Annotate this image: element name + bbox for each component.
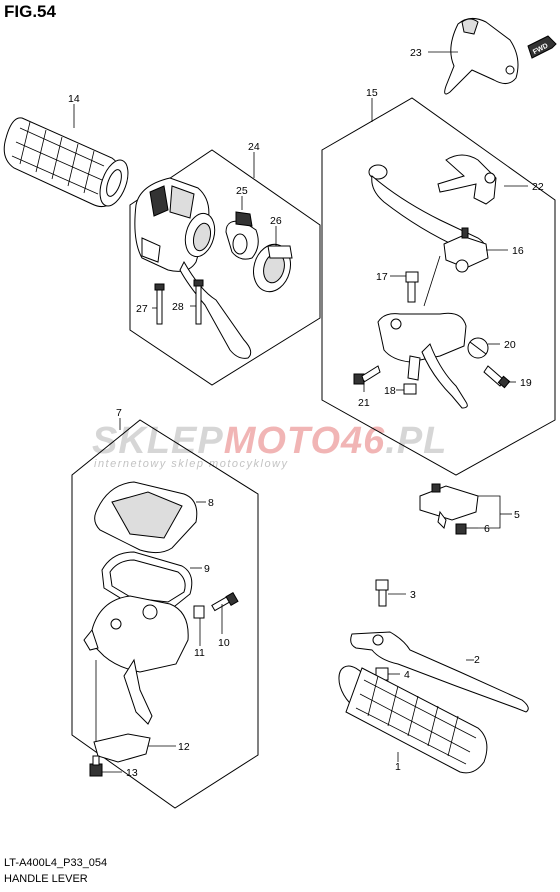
callout-numbers: 1 2 3 4 5 6 7 8 9 10 11 12 13 14 15 16 1… — [68, 47, 544, 779]
part-24-switch-housing — [134, 177, 252, 359]
callout-3: 3 — [410, 589, 416, 601]
callout-17: 17 — [376, 271, 388, 283]
callout-1: 1 — [395, 761, 401, 773]
part-11-nut — [193, 605, 205, 619]
callout-27: 27 — [136, 303, 148, 315]
part-3-bolt — [375, 579, 389, 607]
group-frame-7 — [71, 419, 259, 809]
callout-23: 23 — [410, 47, 422, 59]
callout-9: 9 — [204, 563, 210, 575]
diagram-caption: HANDLE LEVER — [4, 873, 88, 885]
part-2-lever — [350, 631, 529, 713]
part-18-nut — [403, 383, 417, 395]
part-13-screw — [89, 755, 103, 777]
callout-18: 18 — [384, 385, 396, 397]
part-21-screw — [353, 365, 381, 385]
watermark-tagline: internetowy sklep motocyklowy — [94, 458, 289, 470]
part-5-stop-switch — [419, 483, 479, 529]
callout-26: 26 — [270, 215, 282, 227]
part-26-collar-ring — [253, 243, 293, 293]
part-9-gasket — [101, 551, 193, 611]
callout-13: 13 — [126, 767, 138, 779]
callout-12: 12 — [178, 741, 190, 753]
callout-24: 24 — [248, 141, 260, 153]
part-15-brake-lever — [368, 164, 487, 257]
callout-5: 5 — [514, 509, 520, 521]
callout-22: 22 — [532, 181, 544, 193]
leader-lines — [73, 51, 528, 773]
part-25-collar — [225, 211, 259, 260]
part-16-pivot-bolt — [443, 227, 489, 273]
part-6-screw — [455, 523, 467, 535]
part-28-screw — [193, 279, 204, 325]
callout-10: 10 — [218, 637, 230, 649]
part-17-bolt — [405, 271, 419, 303]
callout-14: 14 — [68, 93, 80, 105]
group-frame-24 — [129, 149, 321, 386]
group-frame-15 — [321, 97, 556, 476]
part-8-cover — [94, 481, 198, 554]
part-23-cover — [444, 18, 519, 95]
part-27-screw — [154, 283, 165, 325]
part-1-right-grip — [338, 665, 488, 774]
part-7-master-housing — [83, 595, 189, 725]
callout-7: 7 — [116, 407, 122, 419]
callout-25: 25 — [236, 185, 248, 197]
callout-20: 20 — [504, 339, 516, 351]
callout-2: 2 — [474, 654, 480, 666]
callout-19: 19 — [520, 377, 532, 389]
callout-16: 16 — [512, 245, 524, 257]
diagram-code: LT-A400L4_P33_054 — [4, 857, 108, 869]
callout-28: 28 — [172, 301, 184, 313]
part-12-bracket — [93, 733, 151, 763]
callout-21: 21 — [358, 397, 370, 409]
fwd-arrow-tag: FWD — [527, 35, 557, 59]
callout-11: 11 — [194, 647, 205, 659]
part-10-screw — [211, 591, 239, 612]
callout-4: 4 — [404, 669, 410, 681]
callout-8: 8 — [208, 497, 214, 509]
part-20-cap — [467, 337, 489, 359]
callout-6: 6 — [484, 523, 490, 535]
figure-number: FIG.54 — [4, 2, 56, 21]
part-lever-holder — [377, 312, 468, 409]
part-14-left-grip — [3, 117, 129, 207]
part-22-bracket — [437, 154, 497, 205]
callout-15: 15 — [366, 87, 378, 99]
part-19-bolt — [483, 365, 511, 389]
